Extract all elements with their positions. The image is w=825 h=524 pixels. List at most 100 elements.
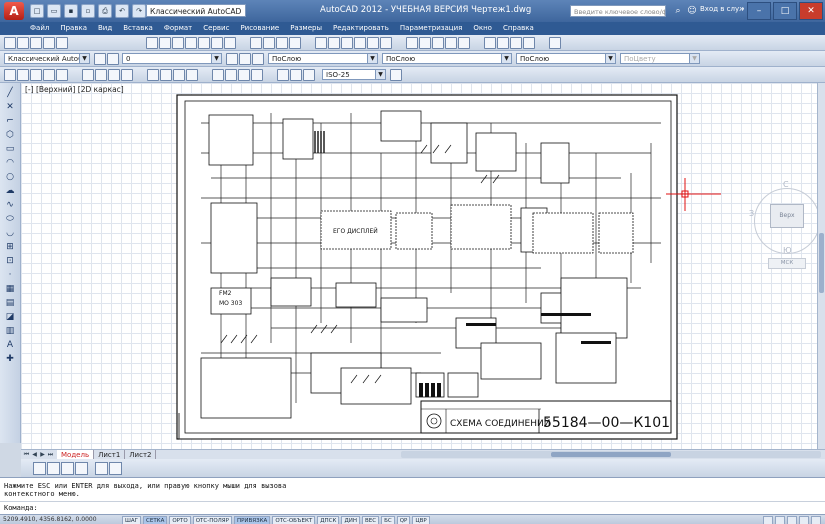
design-center-icon[interactable]: [328, 37, 340, 49]
continue-dim-icon[interactable]: [160, 69, 172, 81]
preview-icon[interactable]: [56, 37, 68, 49]
properties-icon[interactable]: [315, 37, 327, 49]
menu-window[interactable]: Окно: [473, 24, 492, 32]
signin-button[interactable]: Вход в службы: [700, 5, 744, 13]
tab-model[interactable]: Модель: [57, 450, 95, 460]
otrack-toggle[interactable]: ОТС-ОБЪЕКТ: [272, 516, 316, 524]
table-style-icon[interactable]: [510, 37, 522, 49]
viewcube-top-face[interactable]: Верх: [770, 204, 804, 228]
save-file-icon[interactable]: [30, 37, 42, 49]
zoom-realtime-icon[interactable]: [263, 37, 275, 49]
qp-toggle[interactable]: QP: [396, 516, 411, 524]
revision-cloud-icon[interactable]: ☁: [5, 186, 15, 196]
cursor-coordinates[interactable]: 5209.4910, 4356.8162, 0.0000: [3, 516, 97, 523]
gradient-icon[interactable]: ▤: [5, 298, 15, 308]
layer-state-icon[interactable]: [252, 53, 264, 65]
arc-length-icon[interactable]: [30, 69, 42, 81]
add-selected-icon[interactable]: ✚: [6, 354, 14, 364]
volume-icon[interactable]: [458, 37, 470, 49]
osnap-toggle[interactable]: ПРИВЯЗКА: [233, 516, 271, 524]
rectangle-icon[interactable]: ▭: [5, 144, 15, 154]
snap-toggle[interactable]: ШАГ: [122, 516, 141, 524]
mtext-icon[interactable]: A: [6, 340, 14, 350]
block-editor-icon[interactable]: [198, 37, 210, 49]
vertical-scrollbar[interactable]: [817, 83, 825, 449]
ordinate-dim-icon[interactable]: [43, 69, 55, 81]
polygon-icon[interactable]: ⬡: [6, 130, 14, 140]
menu-parametric[interactable]: Параметризация: [399, 24, 463, 32]
viewport-label[interactable]: [-] [Верхний] [2D каркас]: [25, 85, 124, 94]
tpy-toggle[interactable]: БС: [381, 516, 395, 524]
zoom-view-icon[interactable]: [75, 462, 88, 475]
viewcube-north[interactable]: С: [783, 180, 789, 189]
new-icon[interactable]: □: [30, 4, 44, 18]
search-input[interactable]: Введите ключевое слово/фразу: [570, 5, 666, 17]
pan-icon[interactable]: [250, 37, 262, 49]
close-icon[interactable]: ✕: [799, 2, 823, 20]
lineweight-combo[interactable]: ПоСлою ▼: [516, 53, 616, 64]
horizontal-scroll-thumb[interactable]: [551, 452, 671, 457]
zoom-previous-icon[interactable]: [289, 37, 301, 49]
command-line[interactable]: Нажмите ESC или ENTER для выхода, или пр…: [0, 477, 825, 515]
match-properties-icon[interactable]: [185, 37, 197, 49]
grid-toggle[interactable]: СЕТКА: [143, 516, 168, 524]
open-icon[interactable]: ▭: [47, 4, 61, 18]
aligned-dim-icon[interactable]: [17, 69, 29, 81]
workspace-selector[interactable]: Классический AutoCAD: [146, 4, 246, 17]
pan-view-icon[interactable]: [61, 462, 74, 475]
workspace-switch-icon[interactable]: [787, 516, 797, 524]
undo-tool-icon[interactable]: [211, 37, 223, 49]
point-icon[interactable]: ·: [8, 270, 12, 280]
quick-view-layouts-icon[interactable]: [33, 462, 46, 475]
radius-dim-icon[interactable]: [56, 69, 68, 81]
ellipse-arc-icon[interactable]: ◡: [6, 228, 14, 238]
linetype-combo[interactable]: ПоСлою ▼: [382, 53, 512, 64]
ducs-toggle[interactable]: ДПСК: [317, 516, 340, 524]
viewcube-compass[interactable]: [754, 188, 817, 254]
markup-icon[interactable]: [367, 37, 379, 49]
linear-dim-icon[interactable]: [4, 69, 16, 81]
steering-wheel-icon[interactable]: [95, 462, 108, 475]
redo-icon[interactable]: ↷: [132, 4, 146, 18]
region-icon[interactable]: ◪: [5, 312, 15, 322]
horizontal-scrollbar[interactable]: [401, 451, 821, 458]
menu-format[interactable]: Формат: [163, 24, 193, 32]
menu-file[interactable]: Файл: [30, 24, 50, 32]
application-menu-button[interactable]: A: [4, 2, 24, 20]
plot-icon[interactable]: ⎙: [98, 4, 112, 18]
menu-insert[interactable]: Вставка: [123, 24, 153, 32]
maximize-icon[interactable]: □: [773, 2, 797, 20]
jogged-dim-icon[interactable]: [82, 69, 94, 81]
first-tab-icon[interactable]: ⏮: [23, 451, 30, 458]
save-icon[interactable]: ▪: [64, 4, 78, 18]
wcs-menu[interactable]: МСК: [768, 258, 806, 269]
menu-help[interactable]: Справка: [502, 24, 534, 32]
zoom-window-icon[interactable]: [276, 37, 288, 49]
layer-properties-icon[interactable]: [107, 53, 119, 65]
sheet-set-icon[interactable]: [354, 37, 366, 49]
command-prompt[interactable]: Команда:: [4, 504, 38, 512]
last-tab-icon[interactable]: ⏭: [47, 451, 54, 458]
diameter-dim-icon[interactable]: [95, 69, 107, 81]
prev-tab-icon[interactable]: ◀: [32, 451, 37, 458]
save-as-icon[interactable]: ▫: [81, 4, 95, 18]
model-space-icon[interactable]: [763, 516, 773, 524]
menu-draw[interactable]: Рисование: [240, 24, 280, 32]
plotstyle-combo[interactable]: ПоЦвету ▼: [620, 53, 700, 64]
dimstyle-combo[interactable]: ISO-25 ▼: [322, 69, 386, 80]
menu-modify[interactable]: Редактировать: [332, 24, 389, 32]
viewcube-west[interactable]: З: [749, 209, 755, 218]
color-combo[interactable]: ПоСлою ▼: [268, 53, 378, 64]
dim-edit-icon[interactable]: [277, 69, 289, 81]
center-mark-icon[interactable]: [225, 69, 237, 81]
spline-icon[interactable]: ∿: [6, 200, 14, 210]
drawing-canvas[interactable]: [-] [Верхний] [2D каркас]: [21, 83, 817, 449]
distance-icon[interactable]: [406, 37, 418, 49]
viewcube-south[interactable]: Ю: [783, 246, 792, 255]
angular-dim-icon[interactable]: [108, 69, 120, 81]
tab-layout1[interactable]: Лист1: [94, 450, 126, 460]
user-icon[interactable]: ☺: [687, 6, 697, 16]
make-current-layer-icon[interactable]: [226, 53, 238, 65]
showmotion-icon[interactable]: [109, 462, 122, 475]
redo-tool-icon[interactable]: [224, 37, 236, 49]
